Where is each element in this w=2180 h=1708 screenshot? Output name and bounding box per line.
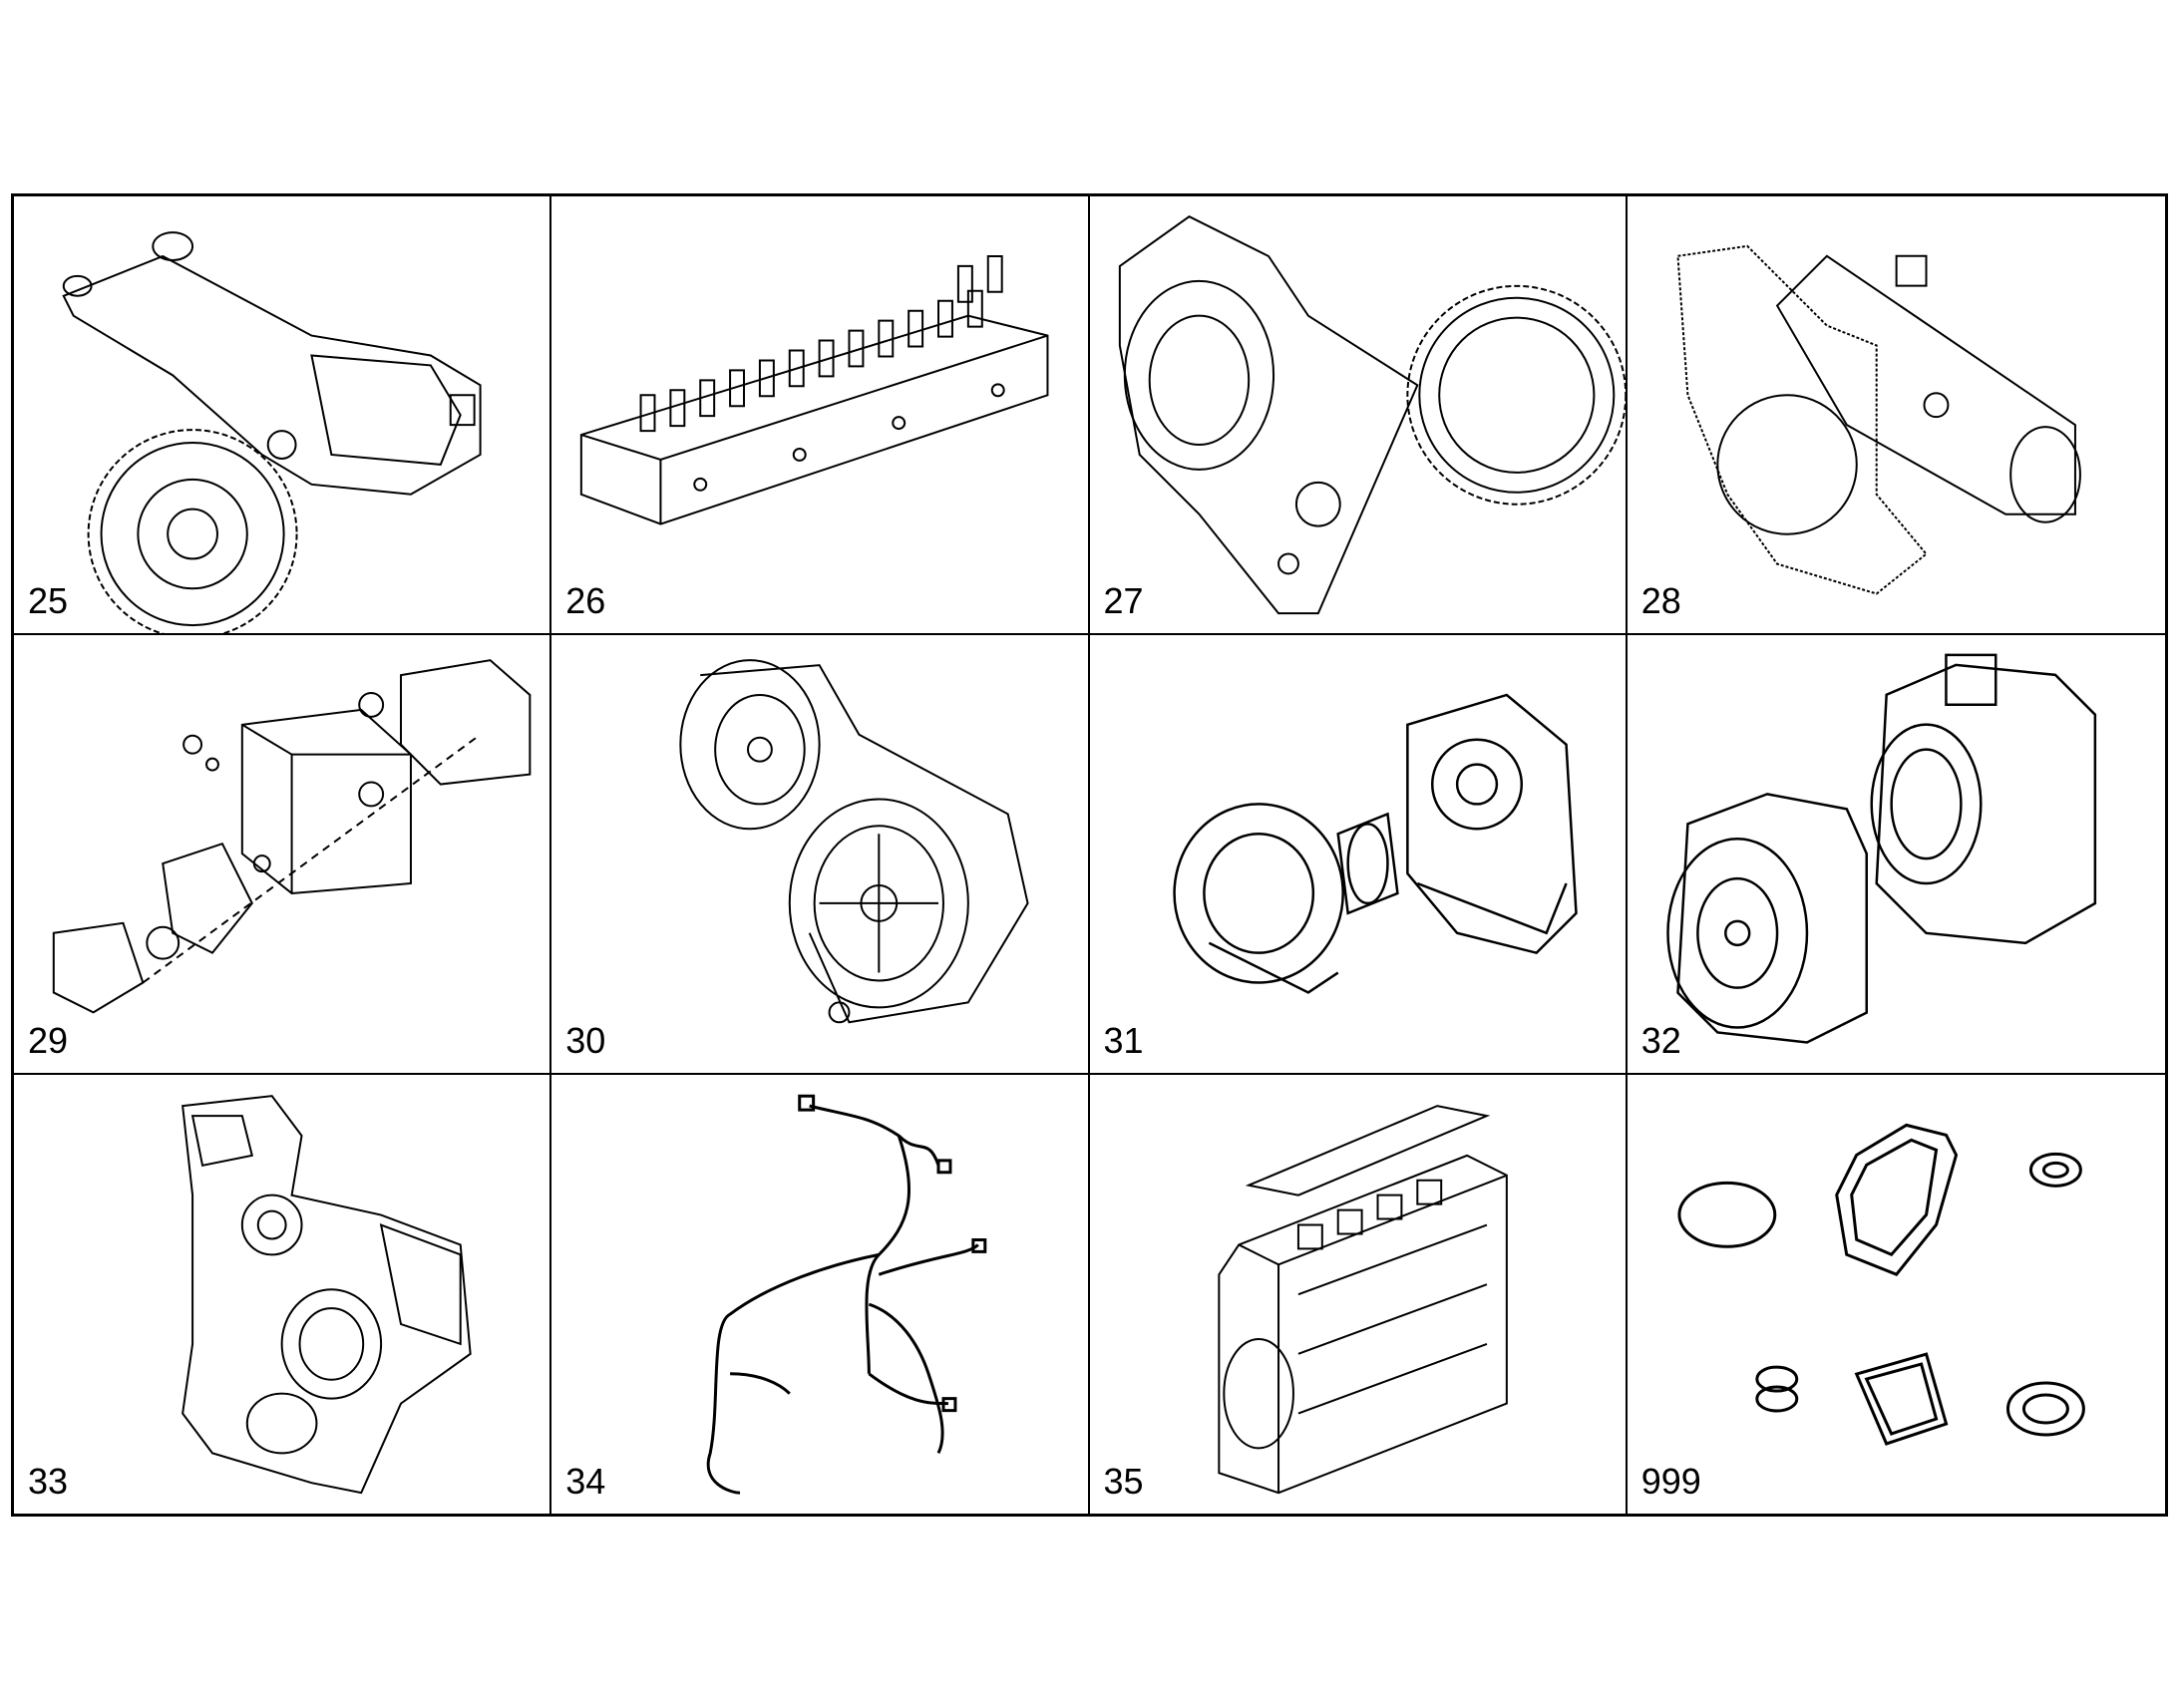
part-number: 31 xyxy=(1103,1019,1144,1061)
part-number: 26 xyxy=(565,580,606,622)
part-cell-999[interactable]: 999 xyxy=(1628,1075,2165,1514)
part-cell-31[interactable]: 31 xyxy=(1089,635,1628,1075)
part-number: 30 xyxy=(565,1019,606,1061)
part-number: 29 xyxy=(28,1019,69,1061)
engine-block-icon xyxy=(1090,1075,1626,1514)
part-cell-33[interactable]: 33 xyxy=(14,1074,552,1514)
part-number: 28 xyxy=(1640,580,1681,622)
oil-pump-gear-icon xyxy=(14,196,549,633)
part-cell-30[interactable]: 30 xyxy=(551,635,1090,1075)
housing-gear-ring-icon xyxy=(1090,196,1626,633)
part-cell-25[interactable]: 25 xyxy=(14,196,552,636)
gasket-set-icon xyxy=(1628,1075,2165,1514)
coolant-pipe-icon xyxy=(1628,196,2165,633)
cylinder-head-icon xyxy=(551,196,1087,633)
part-number: 25 xyxy=(28,580,69,622)
oil-cooler-exploded-icon xyxy=(14,635,549,1072)
part-number: 27 xyxy=(1103,580,1144,622)
part-number: 999 xyxy=(1640,1461,1701,1502)
part-cell-26[interactable]: 26 xyxy=(551,196,1090,636)
part-cell-34[interactable]: 34 xyxy=(551,1074,1090,1514)
part-cell-32[interactable]: 32 xyxy=(1627,635,2165,1075)
belt-tensioner-pulley-icon xyxy=(551,635,1087,1072)
part-cell-27[interactable]: 27 xyxy=(1089,196,1628,636)
timing-cover-icon xyxy=(14,1075,549,1514)
part-number: 32 xyxy=(1640,1019,1681,1061)
wiring-harness-icon xyxy=(551,1075,1087,1514)
part-number: 33 xyxy=(28,1461,69,1502)
part-cell-29[interactable]: 29 xyxy=(14,635,552,1075)
part-number: 34 xyxy=(565,1461,606,1502)
turbocharger-icon xyxy=(1090,635,1626,1072)
part-cell-28[interactable]: 28 xyxy=(1627,196,2165,636)
ac-compressor-icon xyxy=(1628,635,2165,1072)
parts-grid: 25 26 xyxy=(11,193,2168,1517)
part-number: 35 xyxy=(1103,1461,1144,1502)
part-cell-35[interactable]: 35 xyxy=(1090,1074,1628,1514)
